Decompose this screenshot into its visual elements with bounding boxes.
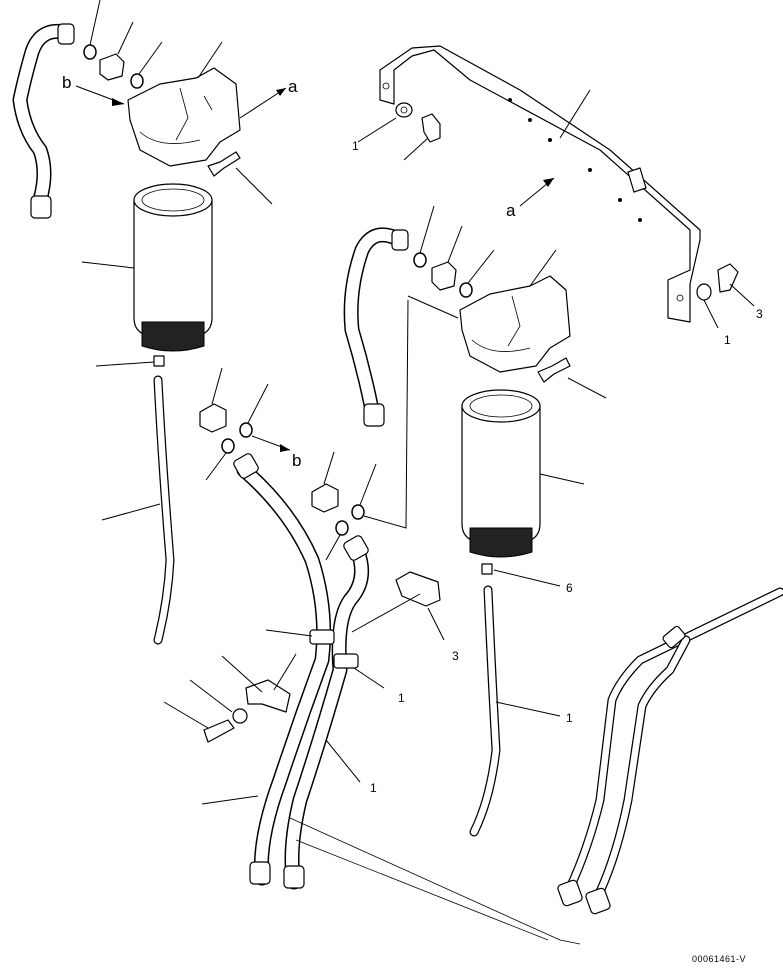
bracket-washer-bolt-right — [696, 263, 755, 329]
sensor-wire-right: 6 1 — [469, 563, 573, 837]
filter-head-right — [407, 249, 571, 373]
item-number: 3 — [452, 649, 459, 663]
inlet-hose-right — [343, 227, 409, 427]
drawing-number: 00061461-V — [692, 954, 746, 964]
item-number: 6 — [566, 581, 573, 595]
water-sensor-right — [481, 563, 493, 575]
adapter-set-center-upper: b — [199, 367, 301, 481]
water-sensor-left — [153, 355, 165, 367]
bracket-washer-bolt-left — [357, 102, 441, 161]
item-number: 1 — [352, 139, 359, 153]
item-number: 1 — [566, 711, 573, 725]
washer — [696, 283, 712, 301]
hose-nut-upper — [57, 23, 75, 45]
return-pipes — [289, 587, 783, 945]
callout-arrow-b-top: b — [62, 73, 125, 106]
o-ring — [83, 44, 97, 60]
bolt — [203, 719, 235, 743]
washer — [232, 708, 248, 724]
adapter-set-top-left — [83, 0, 163, 89]
filter-cartridge-left — [81, 183, 213, 352]
item-number: 3 — [756, 307, 763, 321]
head-bolt-left — [207, 151, 273, 205]
item-number: 1 — [370, 781, 377, 795]
sensor-wire-left — [95, 355, 175, 645]
adapter-set-center-lower — [311, 299, 409, 561]
washer — [395, 102, 413, 118]
callout-label: b — [292, 451, 301, 470]
callout-arrow-a-top: a — [239, 77, 298, 119]
callout-label: b — [62, 73, 71, 92]
callout-arrow-a-bracket: a — [506, 177, 555, 220]
filter-cartridge-right — [461, 389, 585, 558]
callout-label: a — [288, 77, 298, 96]
hose-clamp-right: 3 — [351, 571, 459, 663]
callout-label: a — [506, 201, 516, 220]
item-number: 1 — [398, 691, 405, 705]
inlet-hose-upper-left — [12, 23, 75, 219]
adapter-fitting — [99, 53, 125, 81]
mounting-bracket — [379, 45, 701, 323]
hose-clamp-lower-left — [163, 653, 297, 743]
filter-head-left — [127, 41, 241, 167]
adapter-set-right — [413, 205, 495, 298]
o-ring — [130, 73, 144, 89]
bolt — [717, 263, 739, 293]
bolt — [421, 113, 441, 143]
item-number: 1 — [724, 333, 731, 347]
head-bolt-right — [537, 357, 607, 399]
hose-nut-lower — [30, 195, 52, 219]
fuel-hoses-center: 1 1 — [201, 453, 405, 890]
